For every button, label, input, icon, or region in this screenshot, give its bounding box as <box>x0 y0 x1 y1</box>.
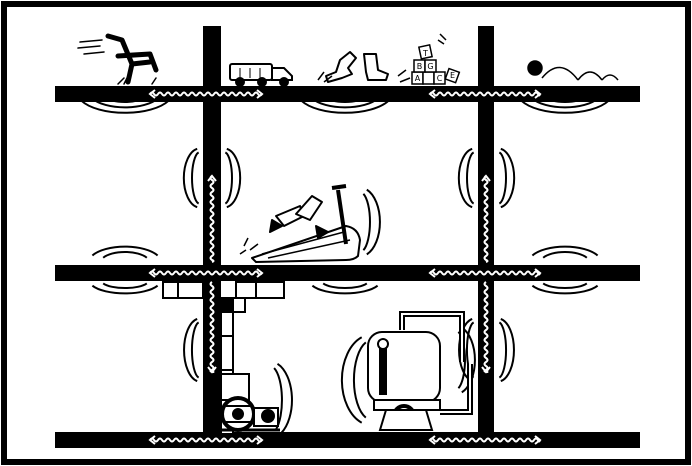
structure-vibration-lines <box>148 89 542 445</box>
vibration-arrowhead <box>148 89 156 99</box>
vibration-arrowhead <box>534 268 542 278</box>
block-letter: A <box>415 74 421 83</box>
sound-arc <box>498 321 508 379</box>
floor-vibration-line <box>149 437 263 443</box>
sound-arc <box>352 341 367 419</box>
sound-arc <box>102 250 148 259</box>
floor-slab-middle <box>55 265 640 281</box>
ductwork-icon <box>162 281 285 435</box>
sound-arc <box>366 188 381 256</box>
sound-arc <box>542 250 588 259</box>
sound-arc <box>340 336 363 424</box>
column-vibration-line <box>209 175 215 263</box>
sound-arc <box>542 95 588 104</box>
column-vibration-line <box>483 175 489 263</box>
vibration-arrowhead <box>256 268 264 278</box>
vibration-arrowhead <box>256 435 264 445</box>
vibration-arrowhead <box>148 435 156 445</box>
floor-slabs <box>55 86 640 448</box>
sound-arc <box>520 100 610 114</box>
vibration-arrowhead <box>534 89 542 99</box>
floor-slab-bottom <box>55 432 640 448</box>
block-letter: T <box>422 49 428 58</box>
boiler-pump-icon <box>367 311 473 431</box>
vibration-arrowhead <box>428 435 436 445</box>
toy-truck-icon <box>229 63 293 87</box>
sound-arc <box>531 97 599 109</box>
vibration-arrowhead <box>207 366 217 374</box>
sound-arc <box>190 151 200 205</box>
fan-motor-icon <box>220 396 280 432</box>
sound-arc <box>311 284 379 295</box>
vibration-arrowhead <box>256 89 264 99</box>
floor-vibration-line <box>429 91 541 97</box>
sound-arc <box>91 97 159 109</box>
sound-arc <box>80 100 170 114</box>
floor-vibration-line <box>149 270 263 276</box>
sound-arc <box>322 282 368 290</box>
toy-blocks-icon: A B C G T E <box>411 33 461 85</box>
sound-arc <box>300 100 390 114</box>
vibration-arrowhead <box>481 366 491 374</box>
floor-vibration-line <box>429 437 541 443</box>
sound-arc <box>498 151 508 205</box>
sound-arc <box>224 151 234 205</box>
vibration-arrowhead <box>207 174 217 182</box>
sound-arc <box>322 95 368 104</box>
sound-arc <box>102 95 148 104</box>
sound-arc <box>91 245 159 257</box>
bouncing-ball-icon <box>527 60 619 81</box>
column-vibration-line <box>209 281 215 373</box>
sound-arc <box>226 147 242 209</box>
sound-arc <box>102 282 148 290</box>
chair-icon <box>77 33 159 85</box>
sound-arc <box>542 282 588 290</box>
sound-arc <box>183 317 198 383</box>
airborne-sound-arcs <box>80 95 610 435</box>
sound-arc <box>457 147 473 209</box>
footsteps-icon <box>317 51 411 83</box>
block-letter: G <box>427 62 433 71</box>
treadmill-icon <box>239 184 361 263</box>
sound-arc <box>500 317 515 383</box>
sound-arc <box>531 245 599 257</box>
sound-arc <box>500 147 516 209</box>
vibration-arrowhead <box>428 268 436 278</box>
sound-arc <box>190 321 200 379</box>
column-vibration-line <box>483 281 489 373</box>
sound-arc <box>276 362 293 435</box>
block-letter: C <box>437 74 443 83</box>
sound-arc <box>362 193 371 251</box>
block-letter: E <box>450 71 455 80</box>
sound-arc <box>311 97 379 109</box>
vibration-arrowhead <box>481 174 491 182</box>
floor-vibration-line <box>149 91 263 97</box>
sound-arc <box>91 284 159 295</box>
sound-arc <box>465 151 475 205</box>
block-letter: B <box>417 62 423 71</box>
vibration-arrowhead <box>428 89 436 99</box>
sound-arc <box>182 147 198 209</box>
sound-arc <box>531 284 599 295</box>
vibration-arrowhead <box>534 435 542 445</box>
floor-vibration-line <box>429 270 541 276</box>
vibration-arrowhead <box>148 268 156 278</box>
